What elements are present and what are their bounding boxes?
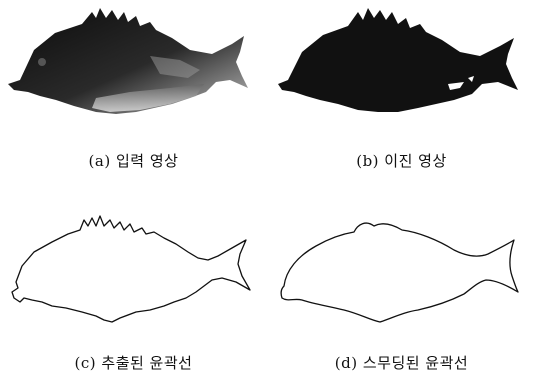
fish-eye	[38, 58, 46, 66]
fish-extracted-contour	[0, 194, 267, 344]
fish-silhouette	[278, 8, 518, 112]
panel-extracted-contour: (c) 추출된 윤곽선	[0, 194, 267, 387]
caption-d: (d) 스무딩된 윤곽선	[268, 352, 535, 373]
fish-grayscale-image	[0, 0, 267, 150]
fish-binary-image	[268, 0, 535, 150]
panel-smoothed-contour: (d) 스무딩된 윤곽선	[268, 194, 535, 387]
caption-a: (a) 입력 영상	[0, 150, 267, 171]
panel-binary-image: (b) 이진 영상	[268, 0, 535, 193]
caption-c: (c) 추출된 윤곽선	[0, 352, 267, 373]
panel-input-image: (a) 입력 영상	[0, 0, 267, 193]
contour-path-smoothed	[281, 223, 518, 322]
contour-path-jagged	[12, 216, 250, 322]
caption-b: (b) 이진 영상	[268, 150, 535, 171]
fish-smoothed-contour	[268, 194, 535, 344]
